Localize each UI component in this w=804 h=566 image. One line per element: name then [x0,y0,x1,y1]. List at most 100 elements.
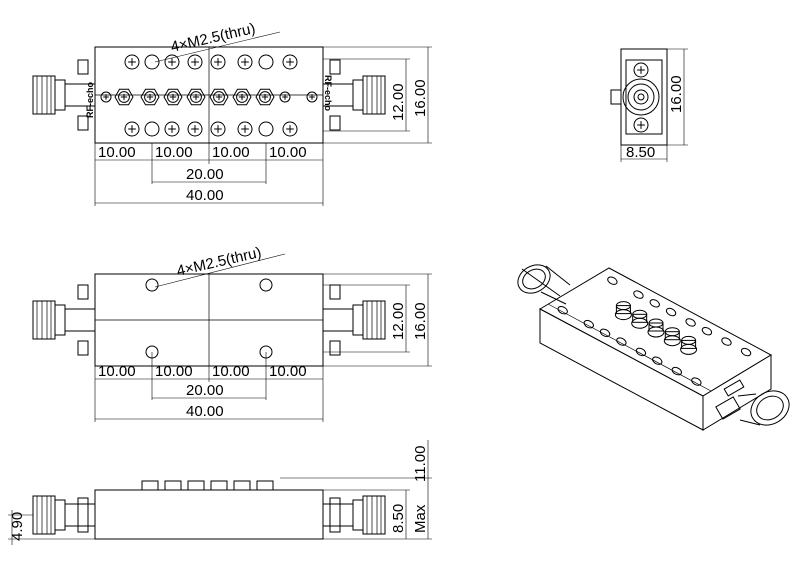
bottom-right-connector [322,300,386,340]
iso-top-features [557,276,752,386]
end-view: 8.50 16.00 [610,48,688,162]
iso-left-connector [517,264,571,305]
bottom-dim-mid: 20.00 [186,382,224,399]
bottom-dim-3: 10.00 [212,363,250,380]
screw-icon [279,91,291,103]
bottom-dim-total: 40.00 [186,403,224,420]
end-view-screws [633,62,649,133]
iso-tuning-top [632,309,648,319]
tuning-nut-icon [255,88,275,106]
iso-tuning-top [615,301,631,311]
iso-tuning-top [664,327,680,337]
top-dim-mid: 20.00 [186,166,224,183]
tuning-nut-icon [140,88,160,106]
tuning-nut-icon [163,88,183,106]
screw-icon [282,121,298,137]
iso-screw [633,290,644,299]
top-dim-height-inner: 12.00 [390,83,407,121]
top-dim-4: 10.00 [269,144,307,161]
bottom-dim-2: 10.00 [155,363,193,380]
iso-screw [599,328,611,338]
mount-hole [145,278,159,292]
screw-icon [237,54,253,70]
right-sma-connector [322,75,386,115]
top-dim-1: 10.00 [98,144,136,161]
screw-icon [633,117,649,133]
tuning-nut-icon [114,88,134,106]
top-view-dimensions: 10.00 10.00 10.00 10.00 20.00 40.00 12.0… [94,46,432,206]
iso-right-connector [715,379,790,426]
tuning-nut-icon [232,88,252,106]
top-view-screws [100,54,318,137]
mount-hole [259,278,273,292]
iso-screw [701,326,713,336]
iso-tuning-stud [615,305,631,315]
iso-tuning-stud [632,313,648,323]
side-left-connector [32,495,96,535]
screw-icon [306,91,318,103]
screw-icon [164,54,180,70]
bottom-dim-4: 10.00 [269,363,307,380]
side-dim-body: 8.50 [390,504,407,533]
iso-screw [557,306,568,315]
tuning-nut-icon [209,88,229,106]
iso-tuning-stud [681,339,697,349]
screw-icon [210,54,226,70]
side-view-tuning-studs [141,480,274,491]
bottom-dim-height-inner: 12.00 [390,302,407,340]
iso-screw [649,299,660,308]
screw-icon [237,121,253,137]
iso-screw [652,356,663,365]
iso-screw [740,347,752,357]
top-dim-height-outer: 16.00 [412,79,429,117]
side-dim-connector: 4.90 [9,512,26,541]
iso-screw [671,366,682,376]
iso-screw [583,319,594,329]
iso-tuning-stud [648,322,664,332]
tuning-stud [141,480,159,491]
side-view-body [94,489,324,540]
iso-tuning-top [648,318,664,328]
iso-screw [665,307,677,317]
screw-icon [100,91,112,103]
mount-hole [258,54,274,70]
iso-screw [721,337,732,346]
tuning-stud [233,480,251,491]
top-dim-total: 40.00 [186,187,224,204]
bottom-view-dimensions: 10.00 10.00 10.00 10.00 20.00 40.00 12.0… [94,273,432,422]
mount-hole [144,121,160,137]
side-view: 4.90 8.50 Max 11.00 [8,440,432,545]
top-hole-note: 4×M2.5(thru) [169,20,257,56]
side-dim-max: 11.00 [412,446,429,482]
top-view: RF-echo RF-echo 4×M2.5(thru) 10.00 10.00… [32,20,432,206]
tuning-stud [187,480,205,491]
bottom-dim-height-outer: 16.00 [412,302,429,340]
iso-tuning-stud [664,331,680,341]
mount-hole [258,121,274,137]
side-right-connector [322,495,386,535]
top-dim-2: 10.00 [155,144,193,161]
screw-icon [124,54,140,70]
end-dim-width: 8.50 [626,144,655,161]
tuning-nut-icon [186,88,206,106]
iso-tuning-top [681,335,697,345]
screw-icon [124,121,140,137]
iso-screw [616,337,627,346]
brand-left-label: RF-echo [85,81,95,118]
screw-icon [187,54,203,70]
iso-screw [691,377,702,386]
bottom-view: 4×M2.5(thru) 10.00 10.00 10.00 10.00 20.… [32,244,432,422]
bottom-dim-1: 10.00 [98,363,136,380]
screw-icon [164,121,180,137]
mount-hole [144,54,160,70]
bottom-hole-note: 4×M2.5(thru) [175,244,263,280]
bottom-left-connector [32,300,96,340]
iso-screw [635,347,647,357]
screw-icon [210,121,226,137]
brand-right-label: RF-echo [323,75,333,112]
screw-icon [282,54,298,70]
top-dim-3: 10.00 [212,144,250,161]
isometric-view [517,264,790,431]
side-dim-max-label: Max [412,504,429,533]
